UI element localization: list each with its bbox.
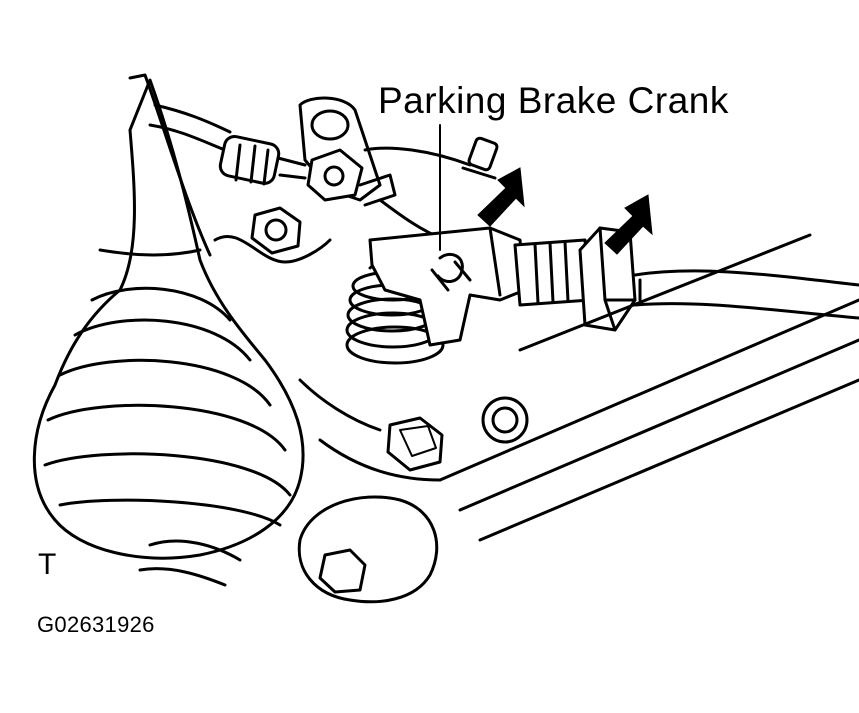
crank-lever	[368, 226, 527, 347]
lower-arm	[298, 233, 859, 542]
drive-shaft	[128, 73, 212, 257]
knuckle-bolt-right	[481, 396, 529, 444]
parking-brake-cable	[633, 269, 859, 320]
cv-boot	[32, 78, 305, 560]
bolt-upper	[213, 206, 332, 264]
bleeder-nipple	[461, 136, 499, 180]
down-left-arrow-icon	[604, 194, 653, 255]
knuckle-bolt-center	[386, 416, 444, 472]
view-mark-label: T	[38, 548, 57, 581]
brake-hose	[148, 103, 307, 186]
lower-joint	[138, 495, 439, 604]
down-left-arrow-icon	[477, 167, 525, 227]
parking-brake-crank-label: Parking Brake Crank	[378, 80, 729, 121]
figure-code: G02631926	[37, 612, 155, 637]
